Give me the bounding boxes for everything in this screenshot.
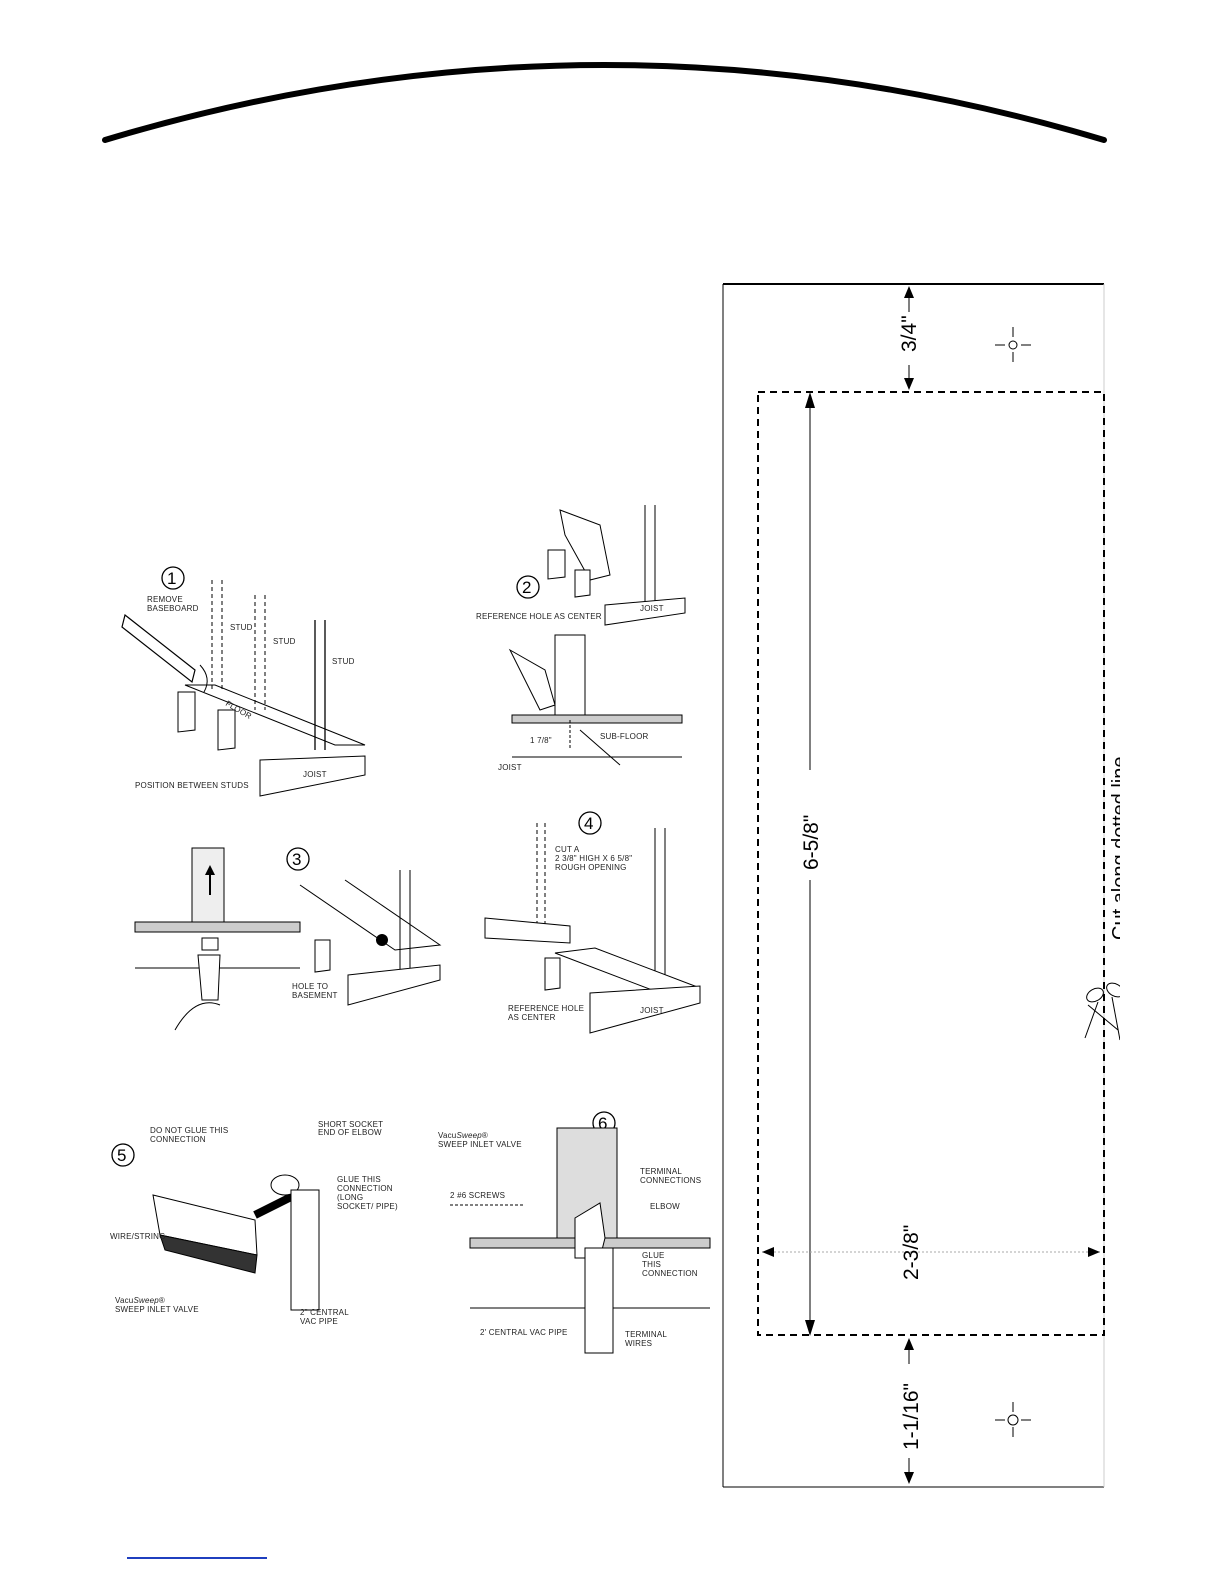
dim-width-label: 2-3/8" <box>900 1225 923 1280</box>
step-1-label: BASEBOARD <box>147 604 199 613</box>
step-5-number: 5 <box>117 1146 126 1165</box>
svg-text:VacuSweep®: VacuSweep® <box>115 1296 165 1305</box>
step-4-label: CUT A <box>555 845 580 854</box>
step-3-label: BASEMENT <box>292 991 338 1000</box>
step-4-label: ROUGH OPENING <box>555 863 627 872</box>
step-5-label: CONNECTION <box>150 1135 206 1144</box>
step-5-brand-prefix: Vacu <box>115 1296 133 1305</box>
step-6-label: WIRES <box>625 1339 652 1348</box>
step-5-brand-suffix: Sweep <box>133 1296 159 1305</box>
step-1-label: REMOVE <box>147 595 183 604</box>
step-5-brand-mark: ® <box>159 1296 165 1305</box>
step-6-brand-suffix: Sweep <box>456 1131 482 1140</box>
step-5-label: WIRE/STRING <box>110 1232 166 1241</box>
step-5-label: (LONG <box>337 1193 363 1202</box>
step-4-label: AS CENTER <box>508 1013 556 1022</box>
step-5-label: VAC PIPE <box>300 1317 338 1326</box>
step-4-label: 2 3/8" HIGH X 6 5/8" <box>555 854 632 863</box>
step-3-illustration: 3 HOLE TO BASEMENT <box>134 847 442 1031</box>
step-2-label: 1 7/8" <box>530 736 552 745</box>
step-5-label: CONNECTION <box>337 1184 393 1193</box>
cutout-template: 3/4" 6-5/8" 2-3/8" 1-1/16" Cut along dot… <box>722 283 1120 1488</box>
step-6-label: ELBOW <box>650 1202 680 1211</box>
step-2-label: JOIST <box>640 604 664 613</box>
step-5-label: END OF ELBOW <box>318 1128 382 1137</box>
step-5-label: SHORT SOCKET <box>318 1120 383 1129</box>
svg-text:VacuSweep®: VacuSweep® <box>438 1131 488 1140</box>
step-1-label: POSITION BETWEEN STUDS <box>135 781 249 790</box>
step-2-illustration: 2 REFERENCE HOLE AS CENTER JOIST 1 7/8" … <box>476 505 686 772</box>
step-2-label: JOIST <box>498 763 522 772</box>
step-1-number: 1 <box>167 569 176 588</box>
dim-top-label: 3/4" <box>898 315 921 352</box>
step-3-label: HOLE TO <box>292 982 328 991</box>
step-5-illustration: 5 DO NOT GLUE THIS CONNECTION SHORT SOCK… <box>110 1120 398 1326</box>
step-5-label: SOCKET/ PIPE) <box>337 1202 398 1211</box>
step-6-label: 2 #6 SCREWS <box>450 1191 505 1200</box>
step-6-brand-prefix: Vacu <box>438 1131 456 1140</box>
step-4-label: REFERENCE HOLE <box>508 1004 584 1013</box>
step-1-label: STUD <box>230 623 253 632</box>
step-2-label: REFERENCE HOLE AS CENTER <box>476 612 602 621</box>
dim-height-label: 6-5/8" <box>800 815 823 870</box>
step-6-label: THIS <box>642 1260 661 1269</box>
step-1-illustration: 1 REMOVE BASEBOARD STUD STUD STUD FLOOR … <box>121 566 366 797</box>
step-4-number: 4 <box>584 814 593 833</box>
step-2-label: SUB-FLOOR <box>600 732 648 741</box>
step-5-label: SWEEP INLET VALVE <box>115 1305 199 1314</box>
step-1-label: STUD <box>332 657 355 666</box>
step-5-label: GLUE THIS <box>337 1175 381 1184</box>
step-4-illustration: 4 CUT A 2 3/8" HIGH X 6 5/8" ROUGH OPENI… <box>484 811 701 1034</box>
dim-bottom-label: 1-1/16" <box>900 1383 923 1450</box>
step-6-illustration: 6 VacuSweep® SWEEP INLET VALVE TERMINAL … <box>438 1111 711 1354</box>
step-6-label: GLUE <box>642 1251 665 1260</box>
step-5-label: DO NOT GLUE THIS <box>150 1126 228 1135</box>
step-6-label: 2' CENTRAL VAC PIPE <box>480 1328 568 1337</box>
step-6-label: SWEEP INLET VALVE <box>438 1140 522 1149</box>
step-4-label: JOIST <box>640 1006 664 1015</box>
step-6-label: TERMINAL <box>625 1330 667 1339</box>
step-6-number: 6 <box>598 1114 607 1133</box>
header-arc <box>102 62 1107 143</box>
step-3-number: 3 <box>292 850 301 869</box>
step-6-brand-mark: ® <box>482 1131 488 1140</box>
step-1-label: STUD <box>273 637 296 646</box>
step-6-label: TERMINAL <box>640 1167 682 1176</box>
cut-instruction: Cut along dotted line. <box>1109 751 1120 940</box>
footer-link[interactable] <box>127 1557 267 1559</box>
step-5-label: 2" CENTRAL <box>300 1308 349 1317</box>
step-6-label: CONNECTION <box>642 1269 698 1278</box>
step-1-label: JOIST <box>303 770 327 779</box>
step-6-label: CONNECTIONS <box>640 1176 701 1185</box>
step-2-number: 2 <box>522 578 531 597</box>
scissors-icon <box>1084 982 1120 1041</box>
